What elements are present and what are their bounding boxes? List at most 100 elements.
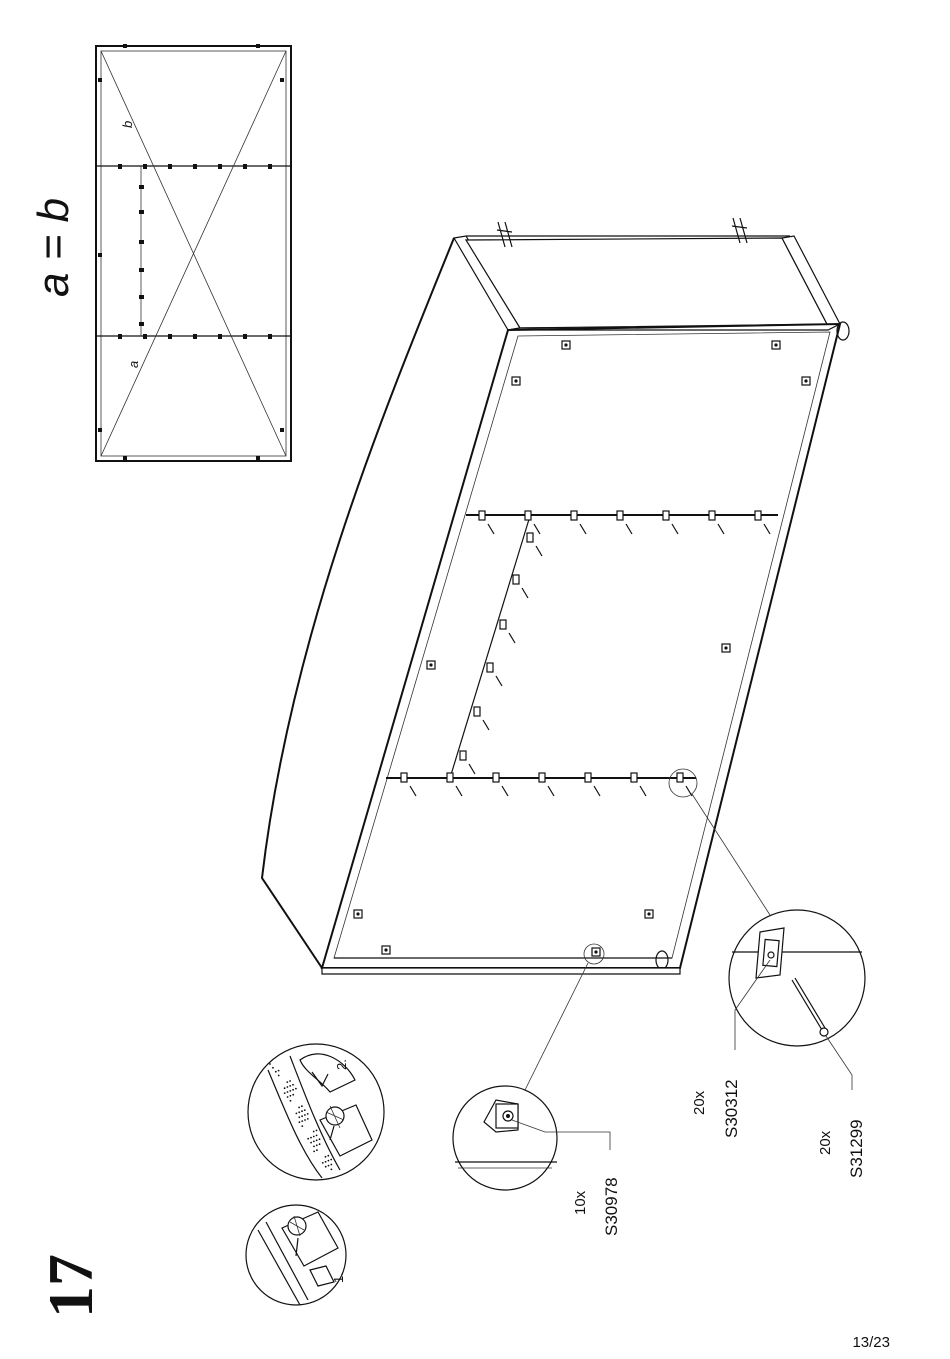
fitting-mark: [123, 456, 127, 460]
particleboard-texture: [289, 1080, 291, 1082]
particleboard-texture: [331, 1169, 333, 1171]
cam-mark-center: [724, 646, 727, 649]
cam-mark-center: [429, 663, 432, 666]
particleboard-texture: [316, 1135, 318, 1137]
particleboard-texture: [316, 1144, 318, 1146]
particleboard-texture: [275, 1071, 277, 1073]
particleboard-texture: [290, 1095, 292, 1097]
fitting-mark: [139, 210, 144, 214]
particleboard-texture: [272, 1067, 274, 1069]
fitting-mark: [139, 240, 144, 244]
particleboard-texture: [319, 1143, 321, 1145]
particleboard-texture: [301, 1125, 303, 1127]
particleboard-texture: [330, 1159, 332, 1161]
fitting-mark: [218, 334, 222, 339]
particleboard-texture: [313, 1131, 315, 1133]
nail-mark: [672, 524, 678, 534]
particleboard-texture: [292, 1084, 294, 1086]
part-label-s31299: 20x S31299: [817, 1119, 866, 1178]
particleboard-texture: [287, 1091, 289, 1093]
bracket-mark: [631, 773, 637, 782]
bracket-mark: [677, 773, 683, 782]
part-qty: 10x: [572, 1190, 589, 1215]
fitting-mark: [280, 78, 284, 82]
fitting-mark: [143, 164, 147, 169]
fitting-mark: [139, 322, 144, 326]
particleboard-texture: [287, 1096, 289, 1098]
particleboard-texture: [313, 1151, 315, 1153]
cam-mark-center: [647, 912, 650, 915]
particleboard-texture: [330, 1164, 332, 1166]
particleboard-texture: [289, 1085, 291, 1087]
fitting-mark: [243, 164, 247, 169]
particleboard-texture: [304, 1114, 306, 1116]
fitting-mark: [118, 164, 122, 169]
part-code: S30978: [602, 1177, 621, 1236]
particleboard-texture: [301, 1120, 303, 1122]
bracket-mark: [460, 751, 466, 760]
fitting-mark: [268, 164, 272, 169]
part-qty: 20x: [691, 1090, 708, 1115]
nail-mark: [534, 524, 540, 534]
fitting-mark: [123, 44, 127, 48]
particleboard-texture: [290, 1100, 292, 1102]
bracket-mark: [474, 707, 480, 716]
nail-mark: [509, 633, 515, 643]
particleboard-texture: [313, 1146, 315, 1148]
nail-mark: [488, 524, 494, 534]
nail-mark: [469, 764, 475, 774]
bracket-mark: [617, 511, 623, 520]
particleboard-texture: [269, 1063, 271, 1065]
fitting-mark: [139, 295, 144, 299]
part-code: S31299: [847, 1119, 866, 1178]
particleboard-texture: [310, 1142, 312, 1144]
particleboard-texture: [298, 1107, 300, 1109]
fitting-mark: [168, 334, 172, 339]
particleboard-texture: [301, 1115, 303, 1117]
fitting-mark: [139, 268, 144, 272]
particleboard-texture: [287, 1086, 289, 1088]
nail-mark: [718, 524, 724, 534]
fitting-mark: [243, 334, 247, 339]
bracket-mark: [447, 773, 453, 782]
particleboard-texture: [278, 1075, 280, 1077]
nail-mark: [456, 786, 462, 796]
particleboard-texture: [313, 1136, 315, 1138]
bracket-mark: [663, 511, 669, 520]
fitting-mark: [280, 428, 284, 432]
bracket-mark: [479, 511, 485, 520]
particleboard-texture: [307, 1118, 309, 1120]
bracket-mark: [525, 511, 531, 520]
nail-mark: [522, 588, 528, 598]
nail-mark: [764, 524, 770, 534]
particleboard-texture: [307, 1138, 309, 1140]
bracket-mark: [527, 533, 533, 542]
overview-diagram: b a: [96, 44, 291, 461]
bracket-mark: [709, 511, 715, 520]
nail-mark: [548, 786, 554, 796]
diagonal-label-b: b: [120, 121, 135, 128]
part-label-s30312: 20x S30312: [691, 1079, 741, 1138]
nail-mark: [594, 786, 600, 796]
particleboard-texture: [286, 1081, 288, 1083]
particleboard-texture: [307, 1113, 309, 1115]
bracket-mark: [500, 620, 506, 629]
fitting-mark: [118, 334, 122, 339]
particleboard-texture: [296, 1113, 298, 1115]
particleboard-texture: [316, 1130, 318, 1132]
cam-mark-center: [804, 379, 807, 382]
particleboard-texture: [319, 1138, 321, 1140]
part-code: S30312: [722, 1079, 741, 1138]
page-number: 13/23: [852, 1334, 890, 1351]
bracket-mark: [585, 773, 591, 782]
equation-label: a = b: [29, 198, 78, 297]
detail-step-1-label: 1.: [331, 1272, 346, 1283]
nail-mark: [640, 786, 646, 796]
bracket-mark: [571, 511, 577, 520]
particleboard-texture: [328, 1160, 330, 1162]
step-number: 17: [35, 1254, 106, 1318]
diagonal-label-a: a: [126, 361, 141, 368]
fitting-mark: [256, 44, 260, 48]
